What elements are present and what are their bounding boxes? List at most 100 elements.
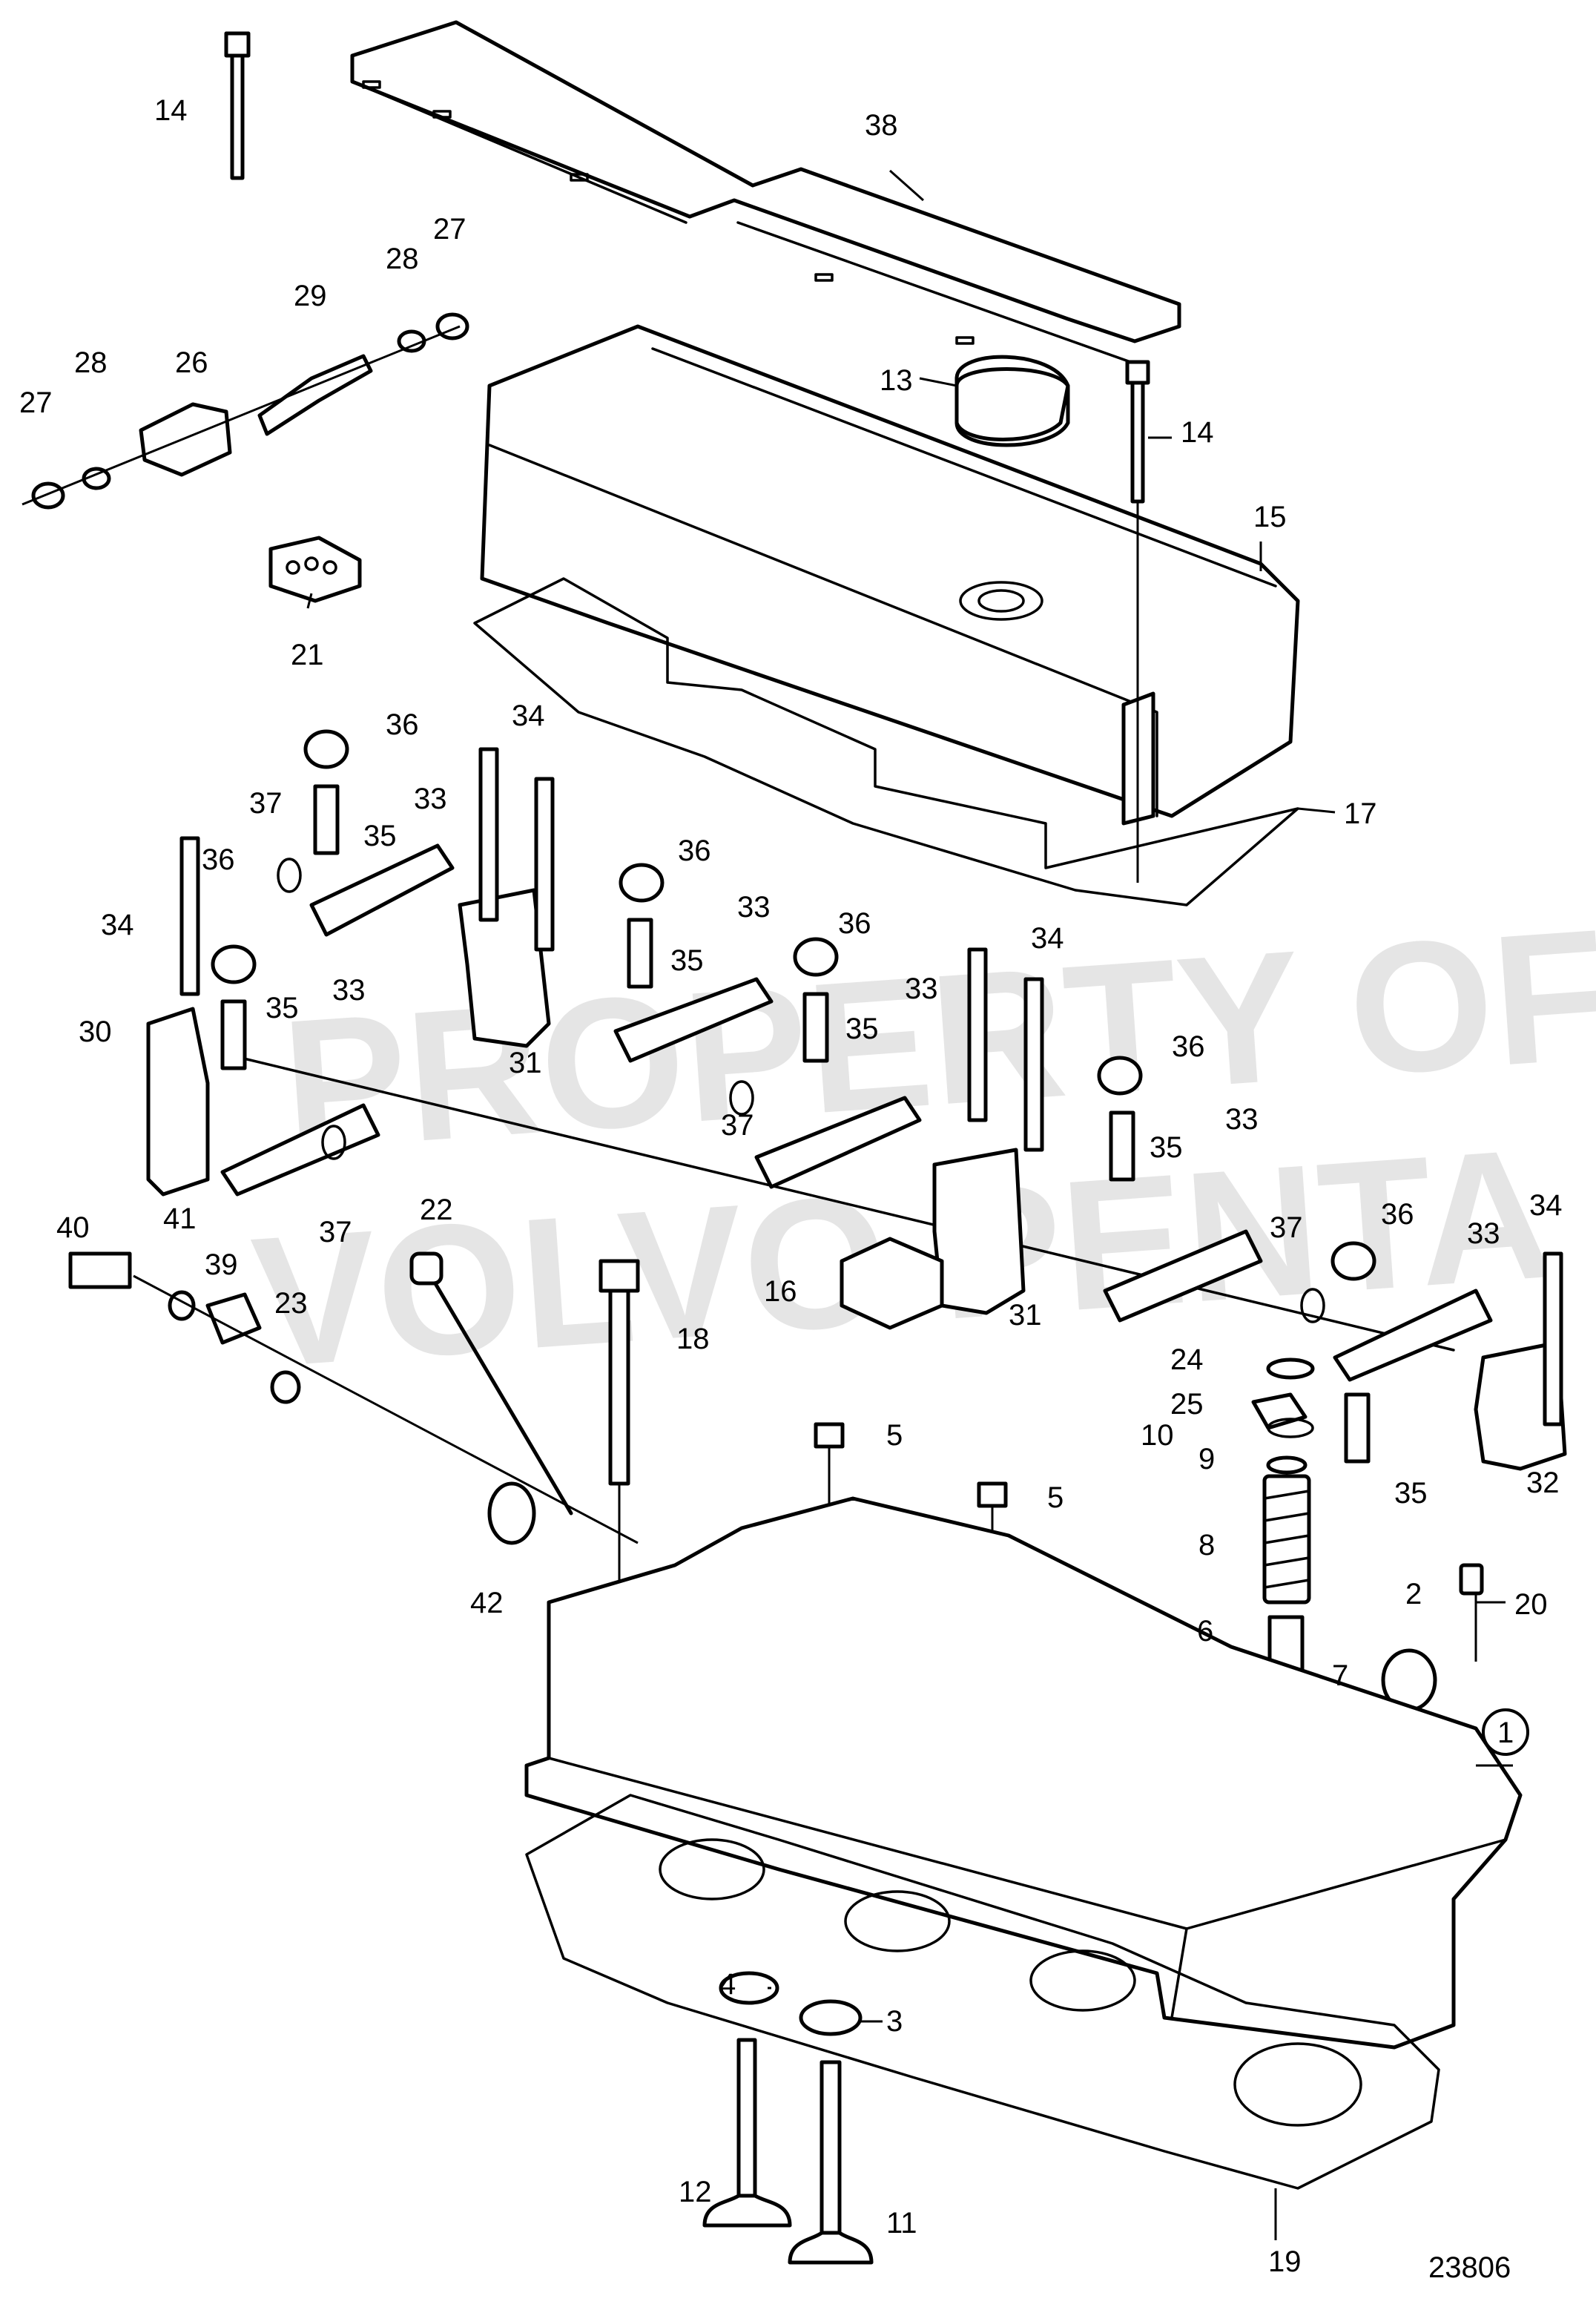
callout-37d: 37 xyxy=(1270,1211,1303,1244)
cover-bracket-16 xyxy=(840,1237,944,1330)
callout-28a: 28 xyxy=(74,346,108,379)
cylinder-head xyxy=(524,1496,1523,2050)
valve-cap-5a xyxy=(814,1422,845,1449)
callout-14a: 14 xyxy=(154,94,188,127)
callout-19: 19 xyxy=(1268,2245,1302,2278)
adjusting-screw-35f xyxy=(1344,1392,1371,1464)
callout-38: 38 xyxy=(865,109,898,142)
callout-5b: 5 xyxy=(1047,1481,1064,1514)
callout-29: 29 xyxy=(294,280,327,312)
circlip-37d xyxy=(1300,1288,1325,1323)
rocker-bracket-31b xyxy=(932,1148,1026,1315)
adjusting-screw xyxy=(257,354,373,436)
callout-37a: 37 xyxy=(249,787,283,820)
callout-16: 16 xyxy=(764,1275,797,1308)
drawing-number: 23806 xyxy=(1428,2251,1511,2284)
callout-32: 32 xyxy=(1526,1467,1560,1499)
rocker-bolt-34d xyxy=(967,947,988,1122)
heat-shield-plate xyxy=(350,20,1181,365)
callout-34c: 34 xyxy=(1031,922,1064,955)
rocker-bolt-34c xyxy=(534,777,555,952)
adapter-39 xyxy=(205,1292,262,1345)
cylinder-head-callout-circle xyxy=(1482,1708,1529,1756)
valve-cap-5b xyxy=(977,1481,1008,1508)
callout-6: 6 xyxy=(1197,1615,1213,1648)
callout-28b: 28 xyxy=(386,243,419,275)
washer-23 xyxy=(270,1370,301,1404)
callout-20: 20 xyxy=(1514,1588,1548,1621)
valve-seal-3 xyxy=(799,1999,863,2036)
adjusting-screw-35d xyxy=(802,992,829,1063)
valve-keepers-10 xyxy=(1251,1392,1308,1430)
callout-35d: 35 xyxy=(845,1013,879,1045)
callout-7: 7 xyxy=(1332,1659,1348,1692)
callout-34d: 34 xyxy=(1529,1189,1563,1222)
callout-14b: 14 xyxy=(1181,416,1214,449)
bolt-14-right xyxy=(1125,360,1150,883)
adjusting-screw-35a xyxy=(313,784,340,855)
callout-42: 42 xyxy=(470,1587,504,1619)
exhaust-valve-11 xyxy=(788,2060,874,2265)
callout-33b: 33 xyxy=(332,974,366,1007)
callout-8: 8 xyxy=(1198,1529,1215,1561)
rocker-shaft xyxy=(221,1052,1455,1352)
callout-12: 12 xyxy=(679,2176,712,2208)
callout-35b: 35 xyxy=(266,992,299,1024)
callout-40: 40 xyxy=(56,1211,90,1244)
sensor-40 xyxy=(68,1251,132,1289)
callout-31a: 31 xyxy=(509,1047,542,1079)
callout-36a: 36 xyxy=(386,708,419,741)
callout-25: 25 xyxy=(1170,1388,1204,1421)
callout-31b: 31 xyxy=(1009,1299,1042,1332)
callout-35a: 35 xyxy=(363,820,397,852)
callout-33c: 33 xyxy=(737,891,771,924)
lock-nut-36a xyxy=(303,729,349,769)
callout-3: 3 xyxy=(886,2005,903,2038)
callout-33d: 33 xyxy=(905,973,938,1005)
valve-seal-4 xyxy=(719,1971,779,2005)
callout-13: 13 xyxy=(880,364,913,397)
leader-lines xyxy=(306,169,1513,2240)
inlet-valve-12 xyxy=(702,2038,792,2228)
callout-36d: 36 xyxy=(838,907,871,940)
expansion-plug-42 xyxy=(487,1481,536,1545)
callout-36b: 36 xyxy=(202,843,235,876)
callout-33e: 33 xyxy=(1225,1103,1259,1136)
callout-30: 30 xyxy=(79,1016,112,1048)
callout-4: 4 xyxy=(719,1968,736,2001)
callout-27a: 27 xyxy=(19,386,53,419)
valve-spring-9 xyxy=(1266,1455,1308,1475)
push-rod xyxy=(409,1251,573,1515)
callout-37b: 37 xyxy=(319,1216,352,1248)
callout-36c: 36 xyxy=(678,835,711,867)
cable-bracket xyxy=(139,402,232,477)
circlip-37b xyxy=(321,1125,346,1160)
rocker-bolt-34e xyxy=(1023,977,1044,1152)
lock-nut-36e xyxy=(1097,1056,1143,1096)
nut-27-left xyxy=(31,481,65,510)
callout-27b: 27 xyxy=(433,213,466,246)
spring-retainer-24 xyxy=(1266,1357,1315,1380)
circlip-37c xyxy=(729,1080,754,1116)
cylinder-head-bolt xyxy=(598,1259,640,1602)
head-gasket xyxy=(525,1794,1440,2190)
callout-23: 23 xyxy=(274,1287,308,1320)
rocker-bracket-30 xyxy=(146,1007,210,1197)
valve-spring-8 xyxy=(1262,1474,1311,1605)
rocker-bolt-34a xyxy=(179,836,200,996)
callout-24: 24 xyxy=(1170,1343,1204,1376)
callout-11: 11 xyxy=(886,2207,917,2239)
callout-36f: 36 xyxy=(1381,1198,1414,1231)
lock-nut-36f xyxy=(1330,1241,1376,1281)
callout-37c: 37 xyxy=(721,1109,754,1142)
callout-34b: 34 xyxy=(512,700,545,732)
rocker-bolt-34b xyxy=(478,747,499,922)
rocker-arm-e xyxy=(1103,1229,1263,1323)
dowel-pin-20 xyxy=(1459,1563,1484,1596)
callout-41: 41 xyxy=(163,1202,197,1235)
callout-39: 39 xyxy=(205,1248,238,1281)
rocker-bolt-34f xyxy=(1543,1251,1563,1426)
rocker-bracket-31a xyxy=(458,888,551,1048)
callout-33f: 33 xyxy=(1467,1217,1500,1250)
